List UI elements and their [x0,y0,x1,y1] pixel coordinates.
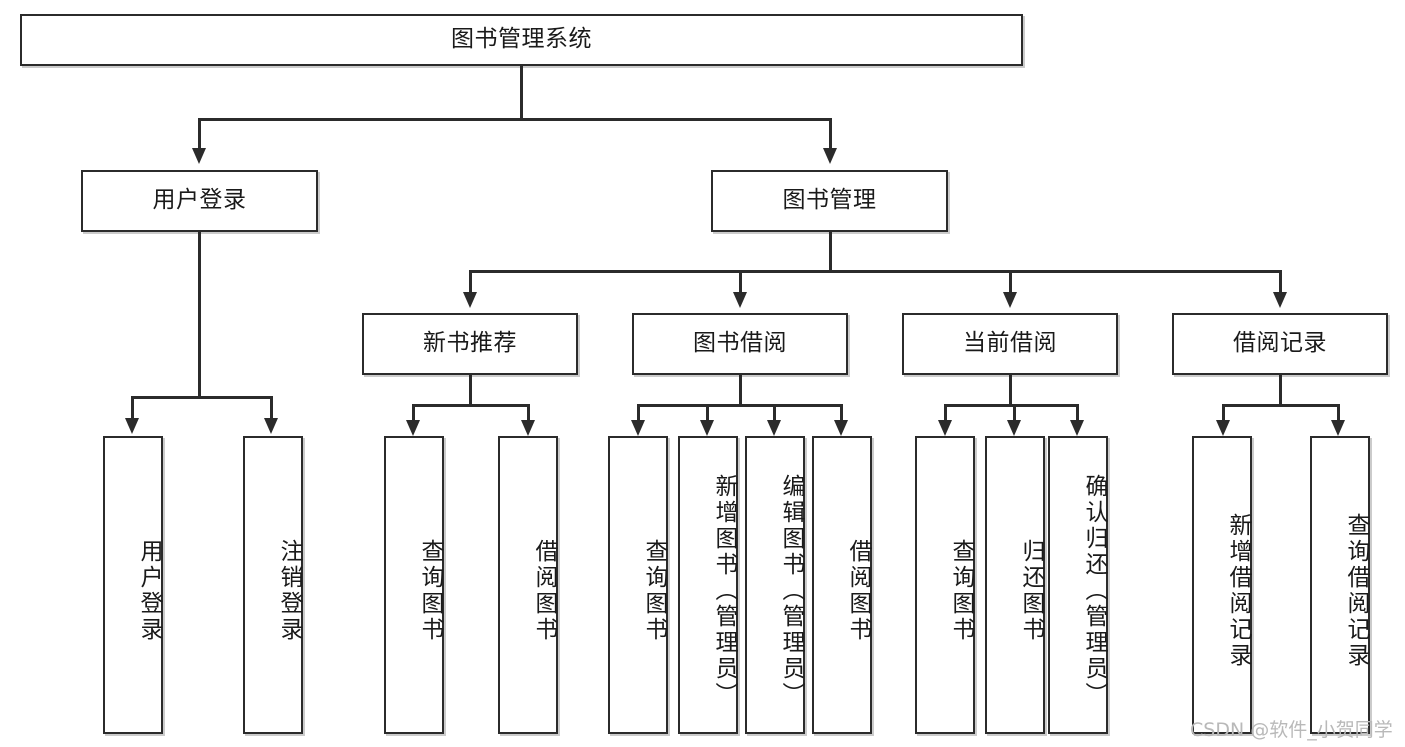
arrow-bb-to-leaf-4 [834,420,848,436]
edge-book-management-bus [469,270,1281,273]
edge-user-login-to-leaf-2 [270,396,273,418]
arrow-cb-to-leaf-1 [938,420,952,436]
edge-bb-stem [739,375,742,404]
edge-user-login-bus [131,396,271,399]
arrow-user-login-to-leaf-1 [125,418,139,434]
node-current-borrow-label: 当前借阅 [963,330,1057,357]
node-leaf-query-book-3[interactable]: 查询图书 [915,436,975,734]
edge-cb-to-leaf-3 [1076,404,1079,420]
node-leaf-edit-book-label: 编辑图书（管理员） [778,474,804,708]
edge-br-to-leaf-1 [1222,404,1225,420]
edge-bm-to-borrow-record [1279,270,1282,292]
node-leaf-user-logout[interactable]: 注销登录 [243,436,303,734]
node-leaf-add-book-label: 新增图书（管理员） [711,474,737,708]
arrow-bm-to-borrow-record [1273,292,1287,308]
node-leaf-query-book-1[interactable]: 查询图书 [384,436,444,734]
node-book-borrow-label: 图书借阅 [693,330,787,357]
node-leaf-confirm-return[interactable]: 确认归还（管理员） [1048,436,1108,734]
arrow-cb-to-leaf-2 [1007,420,1021,436]
edge-root-to-book-management [829,118,832,148]
node-current-borrow[interactable]: 当前借阅 [902,313,1118,375]
edge-root-bus [198,118,831,121]
edge-nbr-stem [469,375,472,404]
node-book-management[interactable]: 图书管理 [711,170,948,232]
arrow-br-to-leaf-1 [1216,420,1230,436]
node-leaf-query-book-2-label: 查询图书 [641,539,667,643]
edge-nbr-to-leaf-2 [527,404,530,420]
arrow-root-to-user-login [192,148,206,164]
node-new-book-recommend-label: 新书推荐 [423,330,517,357]
watermark-text: CSDN @软件_小贺同学 [1190,719,1393,741]
node-leaf-query-record[interactable]: 查询借阅记录 [1310,436,1370,734]
arrow-bb-to-leaf-3 [767,420,781,436]
arrow-nbr-to-leaf-2 [521,420,535,436]
node-leaf-borrow-book-1[interactable]: 借阅图书 [498,436,558,734]
edge-cb-to-leaf-2 [1013,404,1016,420]
edge-bb-bus [637,404,842,407]
node-leaf-return-book-label: 归还图书 [1018,539,1044,643]
node-book-management-label: 图书管理 [782,187,877,214]
edge-root-to-user-login [198,118,201,148]
node-book-borrow[interactable]: 图书借阅 [632,313,848,375]
node-leaf-borrow-book-2[interactable]: 借阅图书 [812,436,872,734]
node-leaf-query-book-2[interactable]: 查询图书 [608,436,668,734]
edge-cb-bus [944,404,1078,407]
node-leaf-borrow-book-1-label: 借阅图书 [531,539,557,643]
node-leaf-return-book[interactable]: 归还图书 [985,436,1045,734]
edge-cb-to-leaf-1 [944,404,947,420]
arrow-bm-to-new-book-recommend [463,292,477,308]
edge-br-stem [1279,375,1282,404]
edge-bb-to-leaf-4 [840,404,843,420]
arrow-nbr-to-leaf-1 [406,420,420,436]
node-leaf-user-login[interactable]: 用户登录 [103,436,163,734]
node-leaf-query-record-label: 查询借阅记录 [1343,513,1369,669]
node-leaf-add-record-label: 新增借阅记录 [1225,513,1251,669]
node-leaf-query-book-3-label: 查询图书 [948,539,974,643]
edge-bb-to-leaf-2 [706,404,709,420]
edge-nbr-to-leaf-1 [412,404,415,420]
node-leaf-user-login-label: 用户登录 [136,539,162,643]
arrow-cb-to-leaf-3 [1070,420,1084,436]
edge-cb-stem [1009,375,1012,404]
node-leaf-confirm-return-label: 确认归还（管理员） [1081,474,1107,708]
edge-bm-to-book-borrow [739,270,742,292]
node-user-login[interactable]: 用户登录 [81,170,318,232]
edge-br-bus [1222,404,1339,407]
node-new-book-recommend[interactable]: 新书推荐 [362,313,578,375]
edge-bb-to-leaf-1 [637,404,640,420]
arrow-bm-to-book-borrow [733,292,747,308]
edge-user-login-to-leaf-1 [131,396,134,418]
node-leaf-add-record[interactable]: 新增借阅记录 [1192,436,1252,734]
node-borrow-record[interactable]: 借阅记录 [1172,313,1388,375]
arrow-user-login-to-leaf-2 [264,418,278,434]
node-leaf-query-book-1-label: 查询图书 [417,539,443,643]
edge-bb-to-leaf-3 [773,404,776,420]
edge-br-to-leaf-2 [1337,404,1340,420]
edge-bm-to-new-book-recommend [469,270,472,292]
arrow-br-to-leaf-2 [1331,420,1345,436]
arrow-bb-to-leaf-2 [700,420,714,436]
node-leaf-edit-book[interactable]: 编辑图书（管理员） [745,436,805,734]
node-leaf-borrow-book-2-label: 借阅图书 [845,539,871,643]
edge-root-stem [520,66,523,118]
node-leaf-add-book[interactable]: 新增图书（管理员） [678,436,738,734]
node-user-login-label: 用户登录 [152,187,247,214]
arrow-bm-to-current-borrow [1003,292,1017,308]
node-root-label: 图书管理系统 [451,26,592,53]
edge-nbr-bus [412,404,529,407]
arrow-bb-to-leaf-1 [631,420,645,436]
node-leaf-user-logout-label: 注销登录 [276,539,302,643]
node-root[interactable]: 图书管理系统 [20,14,1023,66]
edge-user-login-stem [198,232,201,396]
node-borrow-record-label: 借阅记录 [1233,330,1327,357]
arrow-root-to-book-management [823,148,837,164]
edge-bm-to-current-borrow [1009,270,1012,292]
edge-book-management-stem [829,232,832,270]
